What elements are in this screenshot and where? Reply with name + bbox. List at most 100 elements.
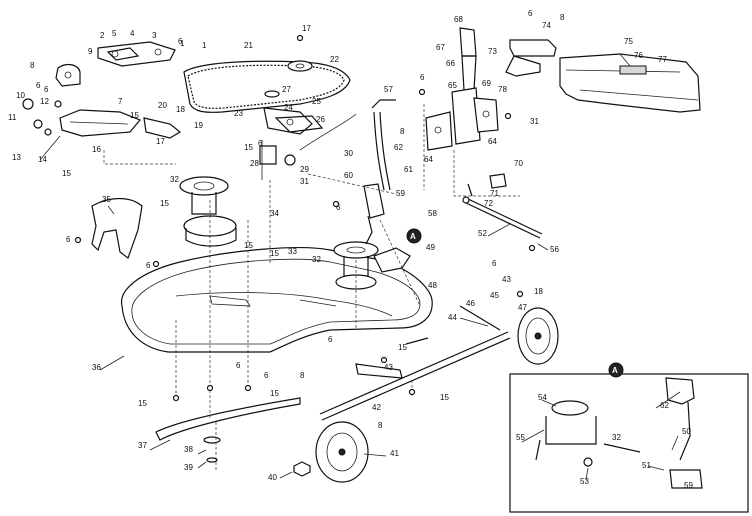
part-label: 18 [176, 105, 185, 114]
lift-arm [363, 183, 411, 273]
part-label: 6 [258, 139, 263, 148]
part-label: 3 [152, 31, 157, 40]
part-label: 15 [244, 143, 253, 152]
part-label: 23 [234, 109, 243, 118]
part-label: 53 [580, 477, 589, 486]
part-label: 51 [642, 461, 651, 470]
mower-deck-housing [120, 247, 433, 353]
part-label: 16 [92, 145, 101, 154]
part-label: 8 [300, 371, 305, 380]
part-label: 52 [478, 229, 487, 238]
part-label: 38 [184, 445, 193, 454]
front-left-wheel [315, 421, 369, 483]
part-label: 15 [160, 199, 169, 208]
part-label: 2 [100, 31, 105, 40]
part-label: 65 [448, 81, 457, 90]
part-label: 1 [202, 41, 207, 50]
part-label: 61 [404, 165, 413, 174]
part-label: 17 [156, 137, 165, 146]
part-label: 5 [112, 29, 117, 38]
part-label: 74 [542, 21, 551, 30]
part-label: 44 [448, 313, 457, 322]
part-label: 50 [682, 427, 691, 436]
idler-pulley [287, 60, 313, 72]
part-label: 19 [194, 121, 203, 130]
part-label: 14 [38, 155, 47, 164]
callout-a-main: A [406, 228, 422, 244]
part-label: 22 [330, 55, 339, 64]
part-label: 31 [530, 117, 539, 126]
lift-lever-assembly [425, 27, 499, 151]
part-label: 43 [502, 275, 511, 284]
part-label: 41 [390, 449, 399, 458]
part-label: 40 [268, 473, 277, 482]
part-label: 6 [492, 259, 497, 268]
drive-belt [183, 60, 351, 113]
part-label: 71 [490, 189, 499, 198]
part-label: 13 [12, 153, 21, 162]
part-label: 64 [424, 155, 433, 164]
part-label: 39 [184, 463, 193, 472]
part-label: 59 [396, 189, 405, 198]
part-label: 6 [66, 235, 71, 244]
part-label: 12 [40, 97, 49, 106]
part-label: 31 [300, 177, 309, 186]
part-label: 6 [328, 335, 333, 344]
part-label: 43 [384, 363, 393, 372]
part-label: 24 [284, 103, 293, 112]
part-number-labels: 1 1 2 3 4 5 6 6 6 6 7 8 8 8 9 10 11 12 1… [8, 9, 693, 490]
center-spindle [333, 241, 379, 290]
part-label: 15 [440, 393, 449, 402]
part-label: 62 [660, 401, 669, 410]
part-label: 15 [138, 399, 147, 408]
front-axle [319, 305, 511, 421]
part-label: 37 [138, 441, 147, 450]
part-label: 9 [88, 47, 93, 56]
part-label: 57 [384, 85, 393, 94]
part-label: 36 [92, 363, 101, 372]
hex-nut [293, 461, 311, 477]
part-label: 58 [428, 209, 437, 218]
part-label: 48 [428, 281, 437, 290]
front-right-wheel [517, 307, 559, 365]
part-label: 70 [514, 159, 523, 168]
part-label: 15 [398, 343, 407, 352]
part-label: 49 [426, 243, 435, 252]
part-label: 54 [538, 393, 547, 402]
part-label: 10 [16, 91, 25, 100]
upper-right-bracket [505, 39, 701, 113]
part-label: 6 [336, 203, 341, 212]
part-label: 6 [146, 261, 151, 270]
part-label: 45 [490, 291, 499, 300]
assembly-guide-lines [103, 104, 520, 470]
tie-rod [462, 173, 543, 239]
part-label: 67 [436, 43, 445, 52]
deflector-bracket [91, 197, 143, 259]
part-label: 69 [482, 79, 491, 88]
part-label: 8 [400, 127, 405, 136]
part-label: 20 [158, 101, 167, 110]
part-label: 33 [288, 247, 297, 256]
part-label: 6 [178, 37, 183, 46]
part-label: 77 [658, 55, 667, 64]
part-label: 1 [180, 39, 185, 48]
part-label: 56 [550, 245, 559, 254]
part-label: 27 [282, 85, 291, 94]
detail-inset-a [509, 373, 749, 513]
part-label: 76 [634, 51, 643, 60]
part-label: 35 [102, 195, 111, 204]
part-label: 15 [270, 249, 279, 258]
part-label: 6 [264, 371, 269, 380]
part-label: 30 [344, 149, 353, 158]
part-label: 18 [534, 287, 543, 296]
part-label: 34 [270, 209, 279, 218]
part-label: 32 [170, 175, 179, 184]
leader-lines [39, 53, 681, 481]
part-label: 4 [130, 29, 135, 38]
part-label: 15 [62, 169, 71, 178]
top-label: 17 [302, 24, 311, 33]
left-spindle [179, 176, 237, 247]
upper-left-bracket-assembly [22, 41, 182, 139]
lift-link-cable [371, 99, 396, 191]
